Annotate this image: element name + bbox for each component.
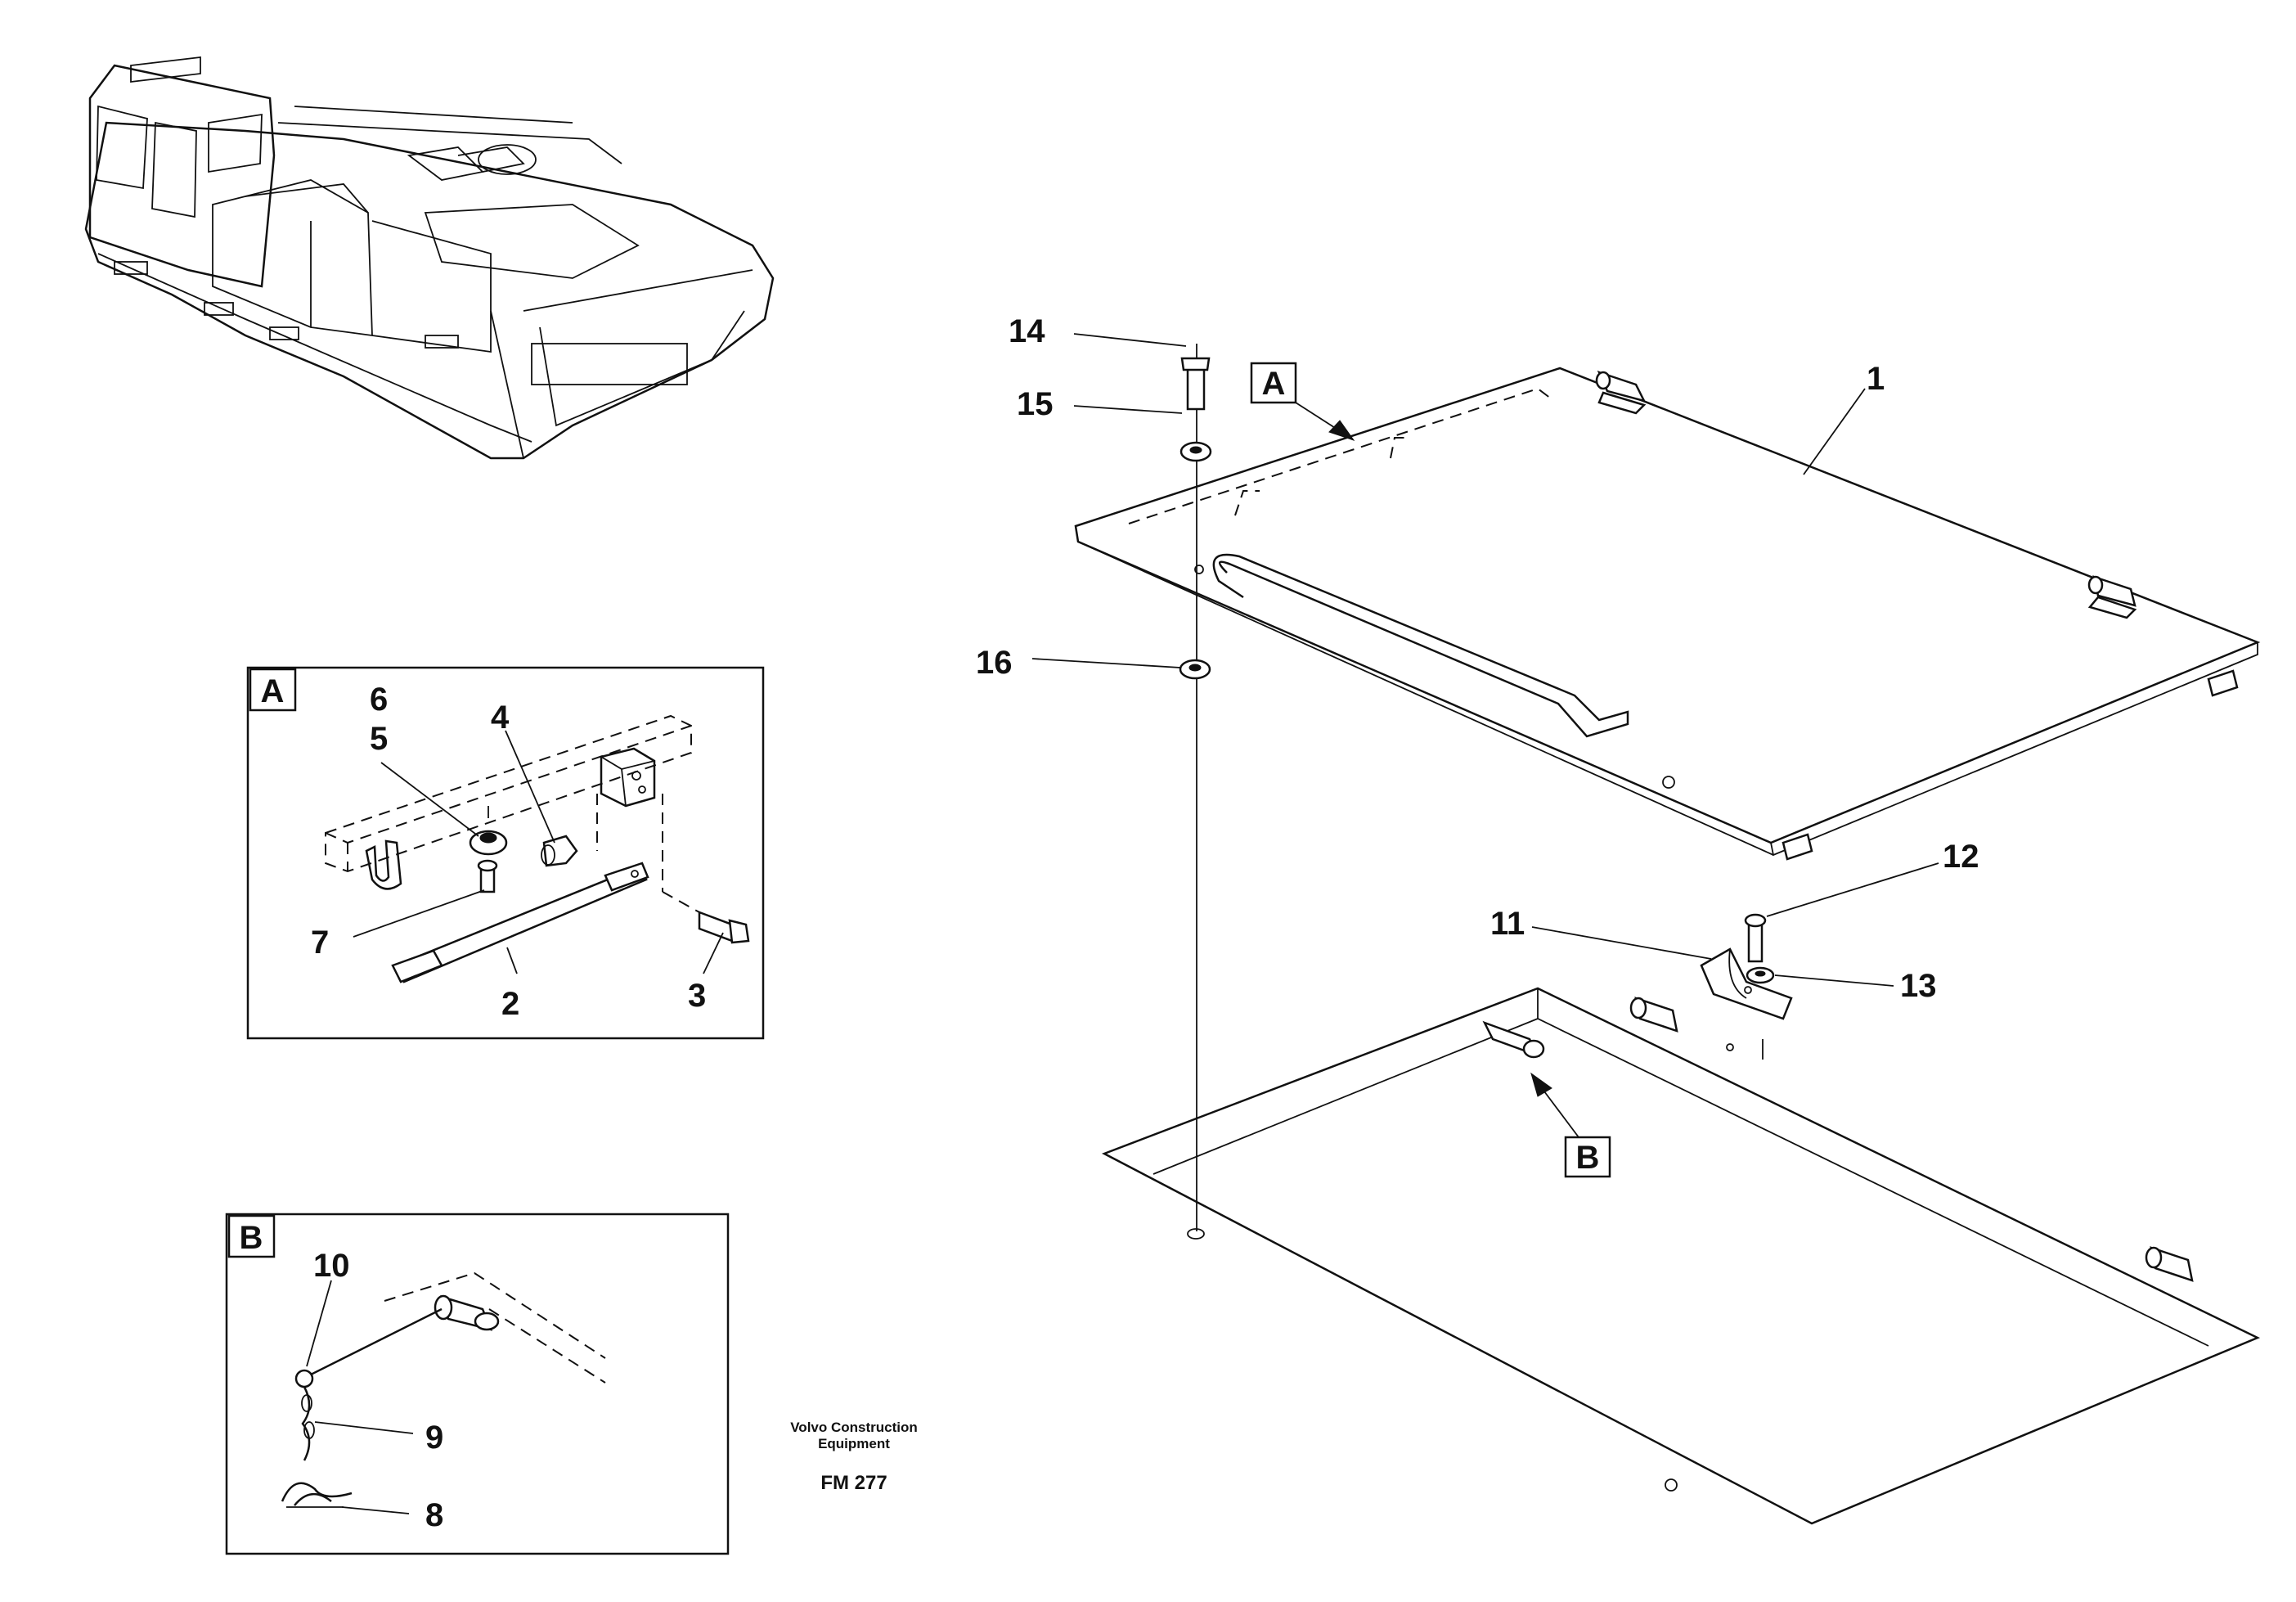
callout-2: 2 [501, 986, 519, 1022]
callout-14: 14 [1009, 313, 1045, 349]
callout-10: 10 [313, 1248, 350, 1284]
figure-code: FM 277 [820, 1472, 887, 1494]
callout-numbers: 1 2 3 4 5 6 7 8 9 10 11 12 13 14 15 16 [311, 313, 1979, 1533]
detail-b-box-label: B [240, 1220, 263, 1256]
callout-6: 6 [370, 682, 388, 718]
company-name-line1: Volvo Construction [790, 1420, 918, 1435]
callout-13: 13 [1900, 968, 1937, 1004]
callout-16: 16 [976, 645, 1013, 681]
company-name-line2: Equipment [818, 1436, 890, 1451]
detail-a-box-label: A [261, 673, 285, 709]
detail-b-box: B [225, 1213, 730, 1555]
hatch-exploded-view: A B [1031, 333, 2261, 1525]
callout-8: 8 [425, 1497, 443, 1533]
excavator-overview-illustration [84, 56, 775, 460]
callout-15: 15 [1017, 386, 1054, 422]
detail-b-marker-label: B [1576, 1140, 1600, 1176]
detail-a-box: A [246, 666, 765, 1040]
reference-block: Volvo Construction Equipment FM 277 [790, 1420, 918, 1494]
callout-5: 5 [370, 721, 388, 757]
callout-3: 3 [688, 978, 706, 1014]
callout-7: 7 [311, 925, 329, 961]
callout-12: 12 [1943, 839, 1979, 875]
callout-4: 4 [491, 700, 510, 736]
callout-11: 11 [1490, 906, 1525, 942]
callout-9: 9 [425, 1420, 443, 1456]
callout-1: 1 [1867, 361, 1885, 397]
detail-a-marker-label: A [1262, 366, 1286, 402]
